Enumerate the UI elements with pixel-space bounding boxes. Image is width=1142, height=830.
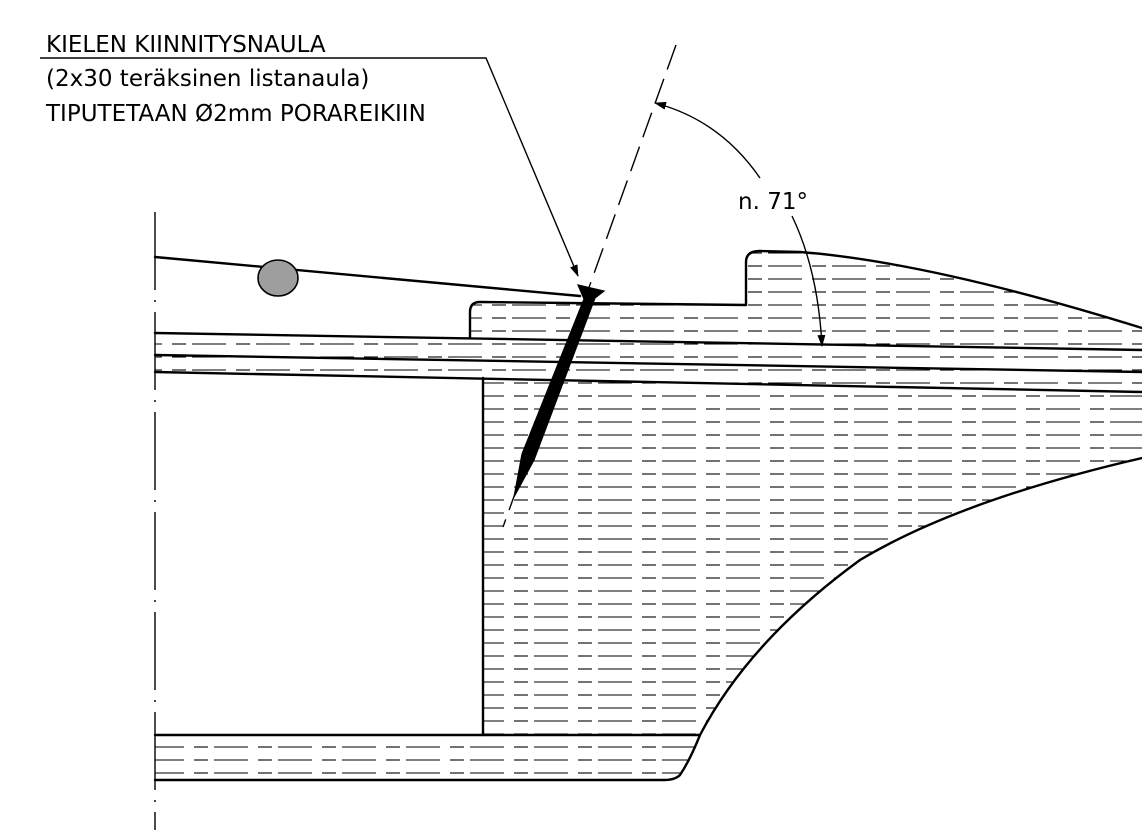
- bottom-plank: [155, 735, 700, 780]
- top-plank-outline: [153, 331, 1142, 394]
- upper-body-outline: [468, 249, 1142, 340]
- reed-tongue-line: [153, 255, 582, 298]
- angle-dimension-arc-lower: [791, 215, 826, 347]
- angle-dimension-arc: [654, 101, 761, 179]
- callout-line-2: (2x30 teräksinen listanaula): [46, 66, 369, 92]
- main-body-block: [483, 378, 1142, 735]
- callout-leader-line: [40, 57, 579, 277]
- nail-axis-line: [502, 44, 677, 528]
- bottom-plank-outline: [153, 733, 702, 782]
- callout-line-3: TIPUTETAAN Ø2mm PORAREIKIIN: [45, 101, 426, 127]
- callout-line-1: KIELEN KIINNITYSNAULA: [46, 32, 326, 58]
- nail: [513, 284, 606, 498]
- angle-label: n. 71°: [738, 189, 808, 215]
- upper-body-block: [470, 251, 1142, 350]
- round-dowel: [257, 259, 299, 297]
